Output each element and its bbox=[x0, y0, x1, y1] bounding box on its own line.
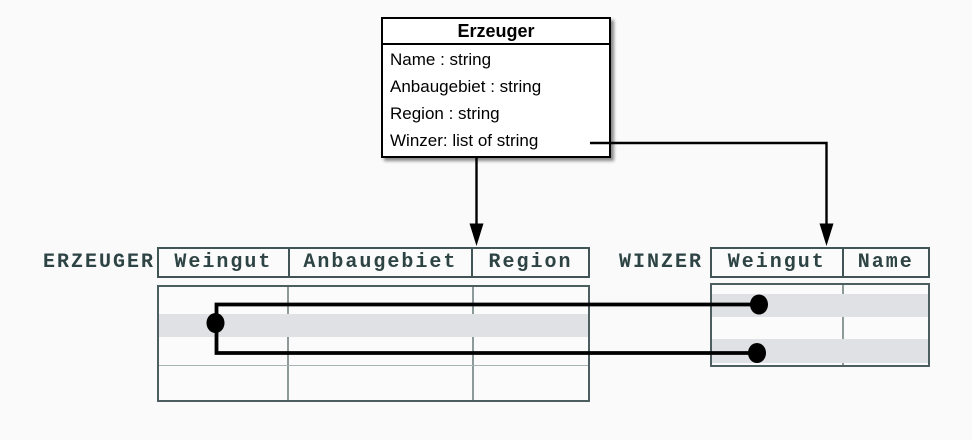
table-header-erzeuger: Weingut Anbaugebiet Region bbox=[157, 247, 590, 278]
class-attribute-region: Region : string bbox=[390, 104, 500, 123]
class-attribute-name: Name : string bbox=[390, 50, 492, 69]
column-header-weingut: Weingut bbox=[174, 251, 273, 274]
highlighted-row bbox=[712, 294, 928, 317]
column-header-region: Region bbox=[471, 249, 588, 276]
class-to-erzeuger-arrow bbox=[469, 157, 484, 246]
highlighted-row bbox=[159, 314, 588, 337]
class-box-erzeuger: Erzeuger Name : string Anbaugebiet : str… bbox=[381, 17, 611, 158]
row-divider bbox=[159, 365, 588, 366]
down-arrow-icon bbox=[819, 223, 834, 246]
table-header-winzer: Weingut Name bbox=[710, 247, 930, 278]
down-arrow-icon bbox=[469, 223, 484, 246]
column-header-weingut: Weingut bbox=[727, 251, 826, 274]
column-header-anbaugebiet: Anbaugebiet bbox=[287, 249, 471, 276]
table-body-erzeuger bbox=[157, 285, 590, 402]
winzer-attr-to-winzer-arrow bbox=[590, 141, 834, 246]
class-title: Erzeuger bbox=[383, 19, 609, 45]
column-divider bbox=[287, 287, 289, 400]
column-header-name: Name bbox=[841, 249, 928, 276]
column-divider bbox=[472, 287, 474, 400]
highlighted-row bbox=[712, 339, 928, 363]
class-attribute-winzer: Winzer: list of string bbox=[390, 131, 539, 150]
table-body-winzer bbox=[710, 283, 930, 367]
table-label-winzer: WINZER bbox=[618, 251, 703, 274]
class-attribute-anbaugebiet: Anbaugebiet : string bbox=[390, 77, 542, 96]
class-attribute-list: Name : string Anbaugebiet : string Regio… bbox=[383, 45, 609, 156]
table-label-erzeuger: ERZEUGER bbox=[42, 251, 155, 274]
column-divider bbox=[842, 285, 844, 365]
